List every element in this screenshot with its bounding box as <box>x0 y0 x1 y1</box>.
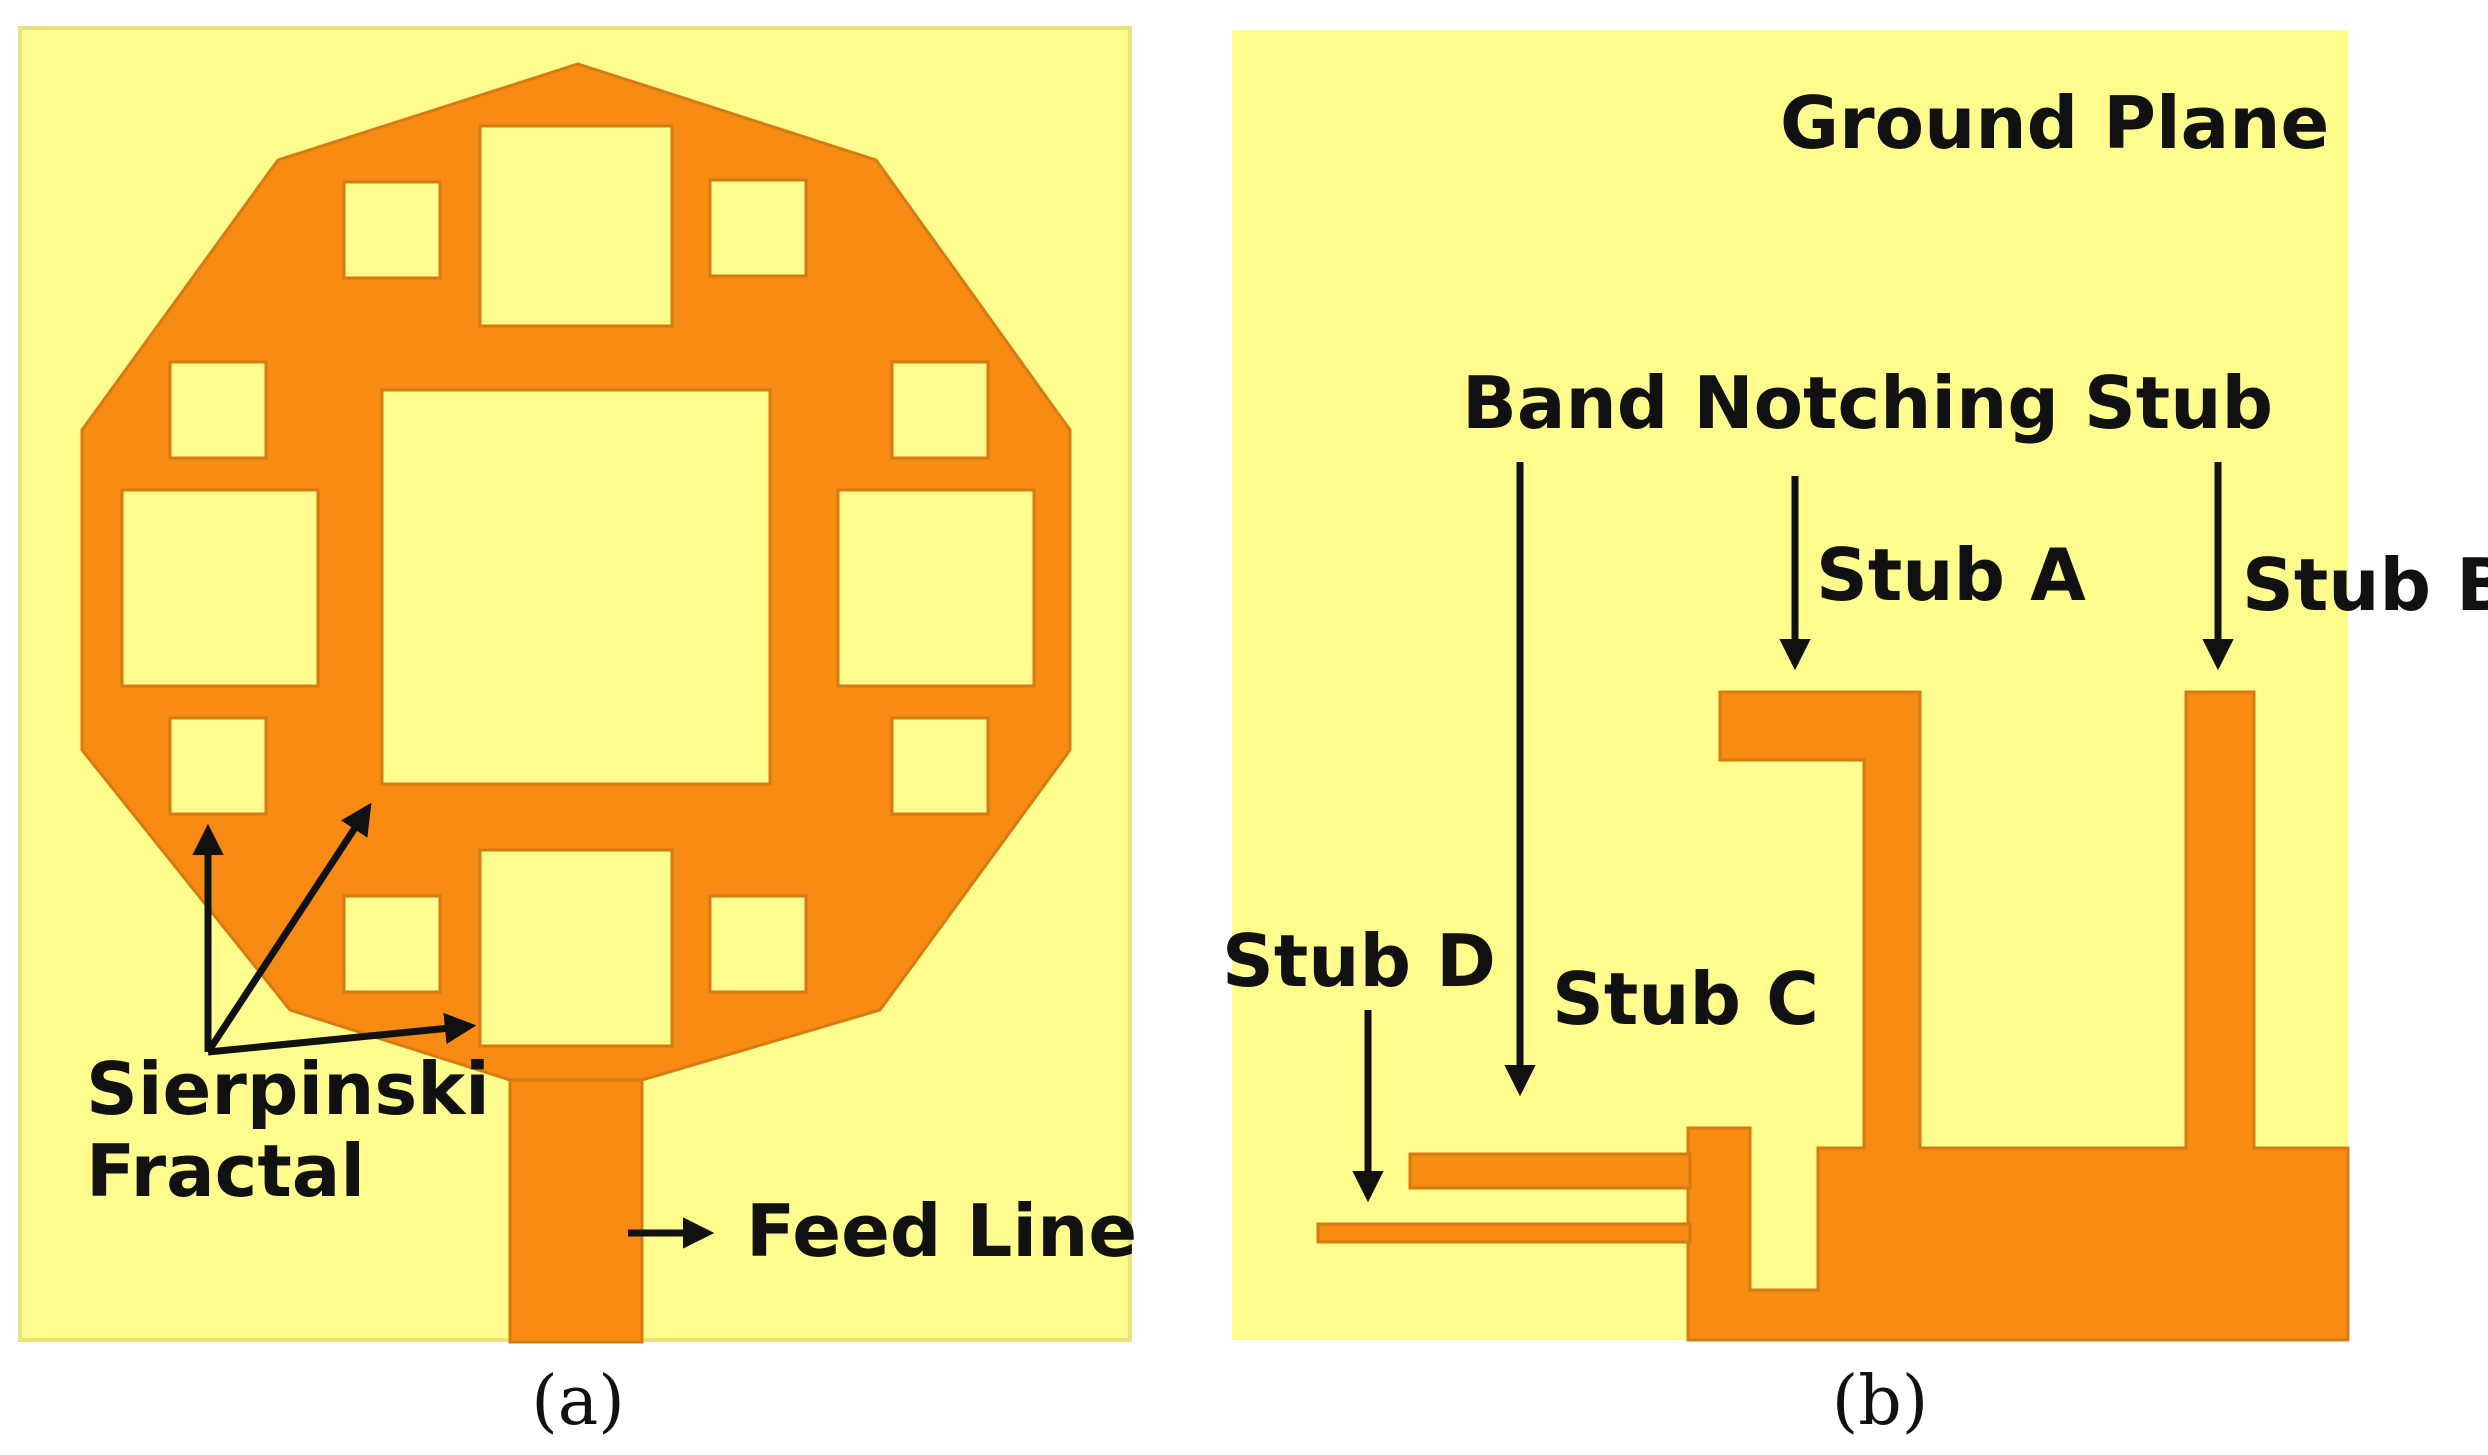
sierpinski-slots <box>120 124 1036 1048</box>
sierpinski-arrow-right <box>207 1012 477 1056</box>
slot-small-top-right <box>708 178 808 278</box>
stub-c-label: Stub C <box>1552 957 1819 1041</box>
slot-small-left-lower <box>168 716 268 816</box>
sierpinski-label-line2: Fractal <box>86 1129 365 1213</box>
slot-top <box>478 124 674 328</box>
feed-line-strip <box>508 1028 644 1344</box>
panel-a: Sierpinski Fractal Feed Line (a) <box>18 26 1137 1441</box>
stub-c-strip <box>1408 1152 1692 1190</box>
stub-b-label: Stub B <box>2242 543 2488 627</box>
stub-arrows <box>1352 462 2234 1203</box>
panel-b: Ground Plane Band Notching Stub Stub A S… <box>1222 30 2488 1441</box>
slot-small-bottom-left <box>342 894 442 994</box>
slot-small-right-lower <box>890 716 990 816</box>
caption-b: (b) <box>1832 1362 1929 1441</box>
sierpinski-arrows <box>192 802 477 1056</box>
slot-small-top-left <box>342 180 442 280</box>
ground-plane-label: Ground Plane <box>1780 81 2329 165</box>
band-notching-stub-label: Band Notching Stub <box>1462 361 2273 445</box>
slot-small-left-upper <box>168 360 268 460</box>
slot-small-right-upper <box>890 360 990 460</box>
slot-left <box>120 488 320 688</box>
ground-base-with-slot <box>1686 690 2350 1342</box>
ground-plane-copper <box>1316 690 2350 1342</box>
slot-bottom <box>478 848 674 1048</box>
feed-line-label: Feed Line <box>746 1189 1137 1273</box>
sierpinski-arrow-diagonal <box>205 802 372 1054</box>
slot-right <box>836 488 1036 688</box>
stub-d-label: Stub D <box>1222 919 1496 1003</box>
caption-a: (a) <box>531 1362 625 1441</box>
slot-small-bottom-right <box>708 894 808 994</box>
panel-b-substrate <box>1232 30 2348 1340</box>
stub-d-strip <box>1316 1222 1692 1244</box>
sierpinski-label-line1: Sierpinski <box>86 1047 490 1131</box>
slot-center <box>380 388 772 786</box>
stub-a-label: Stub A <box>1816 533 2086 617</box>
